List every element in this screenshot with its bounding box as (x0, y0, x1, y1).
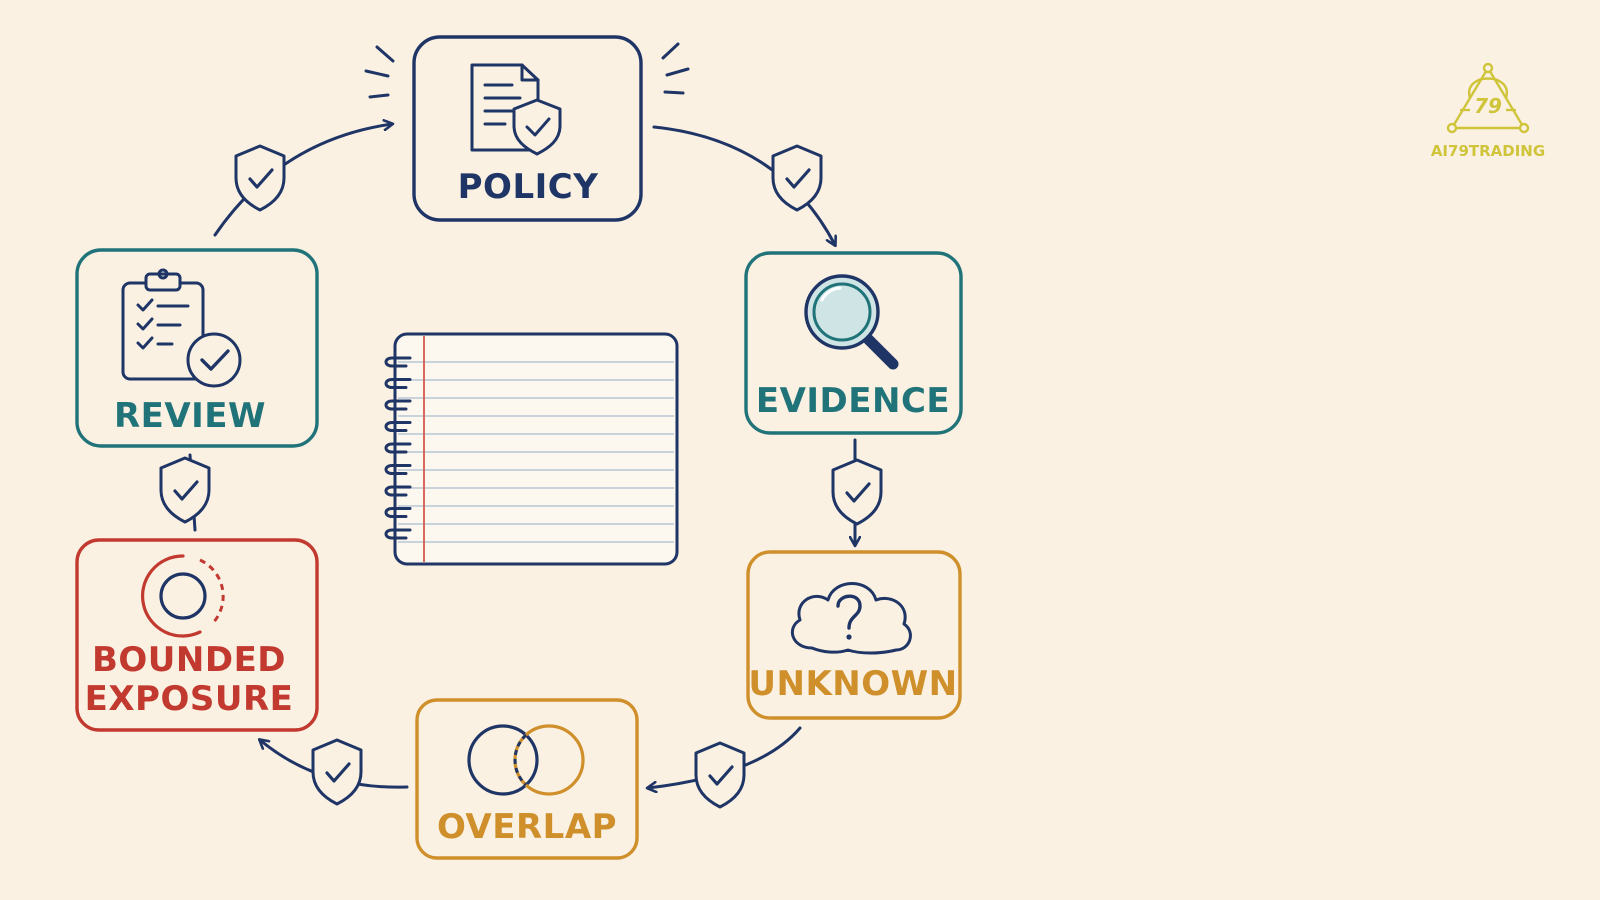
bounded-circle-icon (140, 554, 225, 638)
shield-check-icon (311, 738, 363, 806)
venn-circles-icon (467, 724, 585, 796)
notepad-ring (384, 485, 412, 497)
node-review: REVIEW (75, 248, 319, 448)
arrow-review-to-policy (213, 124, 392, 237)
shield-check-icon (771, 144, 823, 212)
node-label: POLICY (458, 167, 599, 207)
notepad-ring (384, 399, 412, 411)
node-bounded-exposure: BOUNDED EXPOSURE (75, 538, 319, 732)
node-label: EVIDENCE (756, 381, 950, 421)
node-unknown: UNKNOWN (746, 550, 962, 720)
node-overlap: OVERLAP (415, 698, 639, 860)
notepad-ring (384, 356, 412, 368)
question-cloud-icon (790, 582, 912, 655)
notepad-ring (384, 421, 412, 432)
node-label: REVIEW (114, 396, 266, 436)
document-shield-icon (470, 63, 562, 156)
notepad-ring (384, 378, 412, 389)
shield-check-icon (694, 741, 746, 809)
logo-text: AI79TRADING (1431, 142, 1545, 160)
notepad-ring (384, 464, 412, 475)
node-label: UNKNOWN (748, 664, 957, 704)
clipboard-check-icon (121, 268, 242, 388)
magnifying-glass-icon (804, 274, 899, 370)
logo-mark-icon (1446, 62, 1530, 134)
node-policy: POLICY (364, 35, 690, 222)
node-evidence: EVIDENCE (744, 251, 963, 435)
notepad-ring (384, 507, 412, 518)
shield-check-icon (831, 458, 883, 526)
brand-logo: 79 AI79TRADING (1431, 62, 1545, 160)
logo-mark-text: 79 (1474, 94, 1502, 118)
emphasis-ticks (364, 42, 690, 99)
spiral-notepad-icon (384, 332, 679, 566)
arrow-policy-to-evidence (652, 125, 835, 245)
node-label: OVERLAP (437, 807, 617, 847)
node-label-line1: BOUNDED (92, 640, 286, 680)
notepad-ring (384, 442, 412, 454)
shield-check-icon (159, 456, 211, 524)
node-label-line2: EXPOSURE (85, 679, 294, 719)
notepad-ring (384, 528, 412, 540)
